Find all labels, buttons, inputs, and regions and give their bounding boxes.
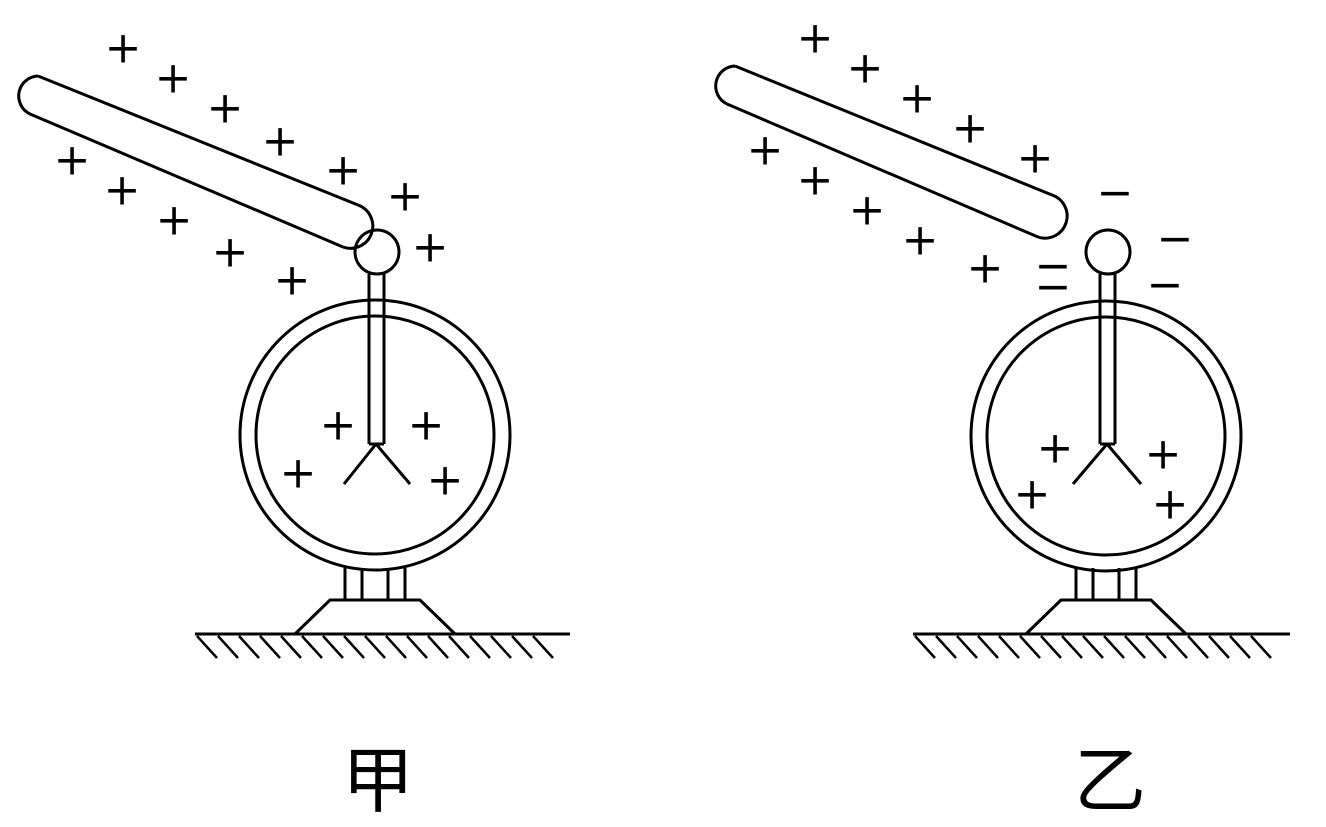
knob-charge-sign: − [1035,241,1072,292]
panel-jia [17,74,570,659]
rod-charge-sign: + [952,103,989,154]
rod-charge-sign: + [1017,133,1054,184]
knob-charge-sign: − [1097,168,1134,219]
rod-charge-sign: + [212,227,249,278]
knob-charge-sign: − [1157,214,1194,265]
leaf-left [1071,443,1109,485]
rod-charge-sign: + [747,125,784,176]
leaf-charge-sign: + [427,455,464,506]
leaf-right [1105,443,1143,485]
rod-charge-sign: + [262,116,299,167]
leaf-charge-sign: + [1014,469,1051,520]
ground-hatching [914,635,1272,659]
electroscope-stand [1024,568,1188,636]
rod-charge-sign: + [797,155,834,206]
rod-charge-sign: + [797,13,834,64]
rod-charge-sign: + [847,43,884,94]
rod-charge-sign: + [104,165,141,216]
electroscope-case-outer [969,299,1243,573]
knob-charge-sign: − [1147,260,1184,311]
leaf-charge-sign: + [320,400,357,451]
leaf-right [374,443,412,485]
rod-charge-sign: + [156,195,193,246]
electroscope-case-outer [238,298,512,572]
rod-charge-sign: + [105,23,142,74]
rod-charge-sign: + [207,83,244,134]
ground-hatching [196,635,554,659]
panel-yi [714,64,1290,659]
rod-charge-sign: + [54,135,91,186]
leaf-charge-sign: + [280,448,317,499]
caption-yi: 乙 [1073,739,1146,823]
leaf-charge-sign: + [1037,423,1074,474]
charged-rod [17,74,375,250]
rod-charge-sign: + [412,222,449,273]
leaf-charge-sign: + [1145,429,1182,480]
rod-charge-sign: + [274,255,311,306]
charge-signs: ++++++++++++++++++++++++++−−−−−++++ [54,13,1194,530]
electroscope-knob [1084,228,1132,276]
leaf-charge-sign: + [408,400,445,451]
charged-rod [714,64,1069,240]
electroscope-case-inner [985,315,1227,557]
knob-charge-sign: − [1035,262,1072,313]
rod-charge-sign: + [849,185,886,236]
leaf-left [342,443,378,485]
rod-charge-sign: + [387,171,424,222]
electroscope-knob [353,228,401,276]
rod-charge-sign: + [325,145,362,196]
rod-charge-sign: + [155,53,192,104]
rod-charge-sign: + [899,73,936,124]
rod-charge-sign: + [967,243,1004,294]
electroscope-case-inner [254,314,496,556]
rod-charge-sign: + [902,215,939,266]
electroscope-stand [293,568,457,636]
caption-jia: 甲 [341,739,414,823]
leaf-charge-sign: + [1152,479,1189,530]
